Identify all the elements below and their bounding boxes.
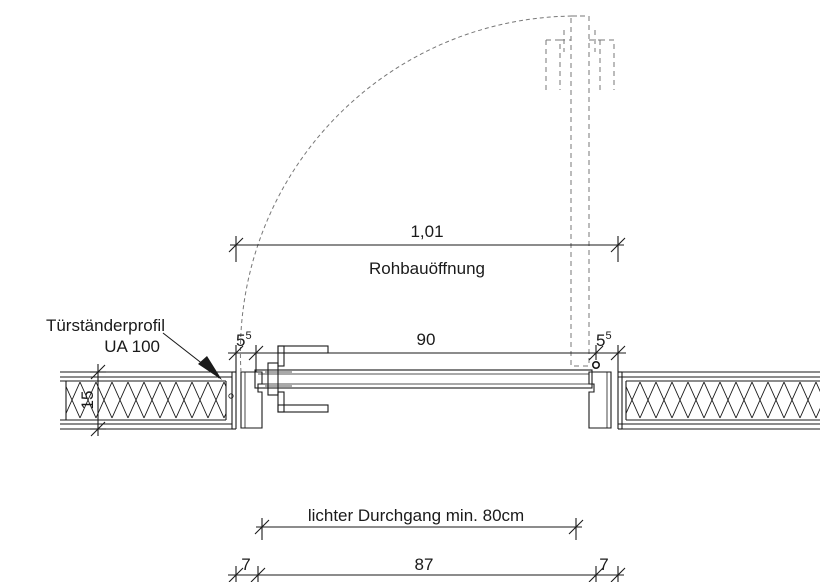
dimension-clearance-right xyxy=(592,345,626,372)
dimension-clear-passage xyxy=(254,518,584,540)
opening-name-label: Rohbauöffnung xyxy=(369,259,485,278)
door-leaf xyxy=(254,360,600,389)
door-swing xyxy=(239,15,615,373)
passage-width-label: 87 xyxy=(415,555,434,574)
door-frame xyxy=(240,371,612,429)
profile-type-label: UA 100 xyxy=(104,337,160,356)
dimension-leaf xyxy=(248,345,604,372)
dimension-clearance-left xyxy=(228,345,260,372)
dimension-wall-thickness xyxy=(90,364,106,437)
frame-right-label: 7 xyxy=(599,555,608,574)
clearance-left-label: 55 xyxy=(236,330,252,350)
dimension-frame-widths xyxy=(228,566,626,582)
clear-passage-label: lichter Durchgang min. 80cm xyxy=(308,506,524,525)
profile-callout xyxy=(162,332,222,380)
hinge-pin xyxy=(591,360,600,369)
wall-thickness-label: 15 xyxy=(78,391,97,410)
dimension-opening xyxy=(228,236,626,262)
right-wall-insulation xyxy=(626,382,820,419)
opening-width-label: 1,01 xyxy=(410,222,443,241)
right-wall xyxy=(617,371,820,430)
profile-name-label: Türständerprofil xyxy=(46,316,165,335)
left-wall-insulation xyxy=(66,382,226,419)
door-handle xyxy=(265,345,329,413)
clearance-right-label: 55 xyxy=(596,330,612,350)
leaf-width-label: 90 xyxy=(417,330,436,349)
frame-left-label: 7 xyxy=(241,555,250,574)
left-wall xyxy=(60,371,237,430)
